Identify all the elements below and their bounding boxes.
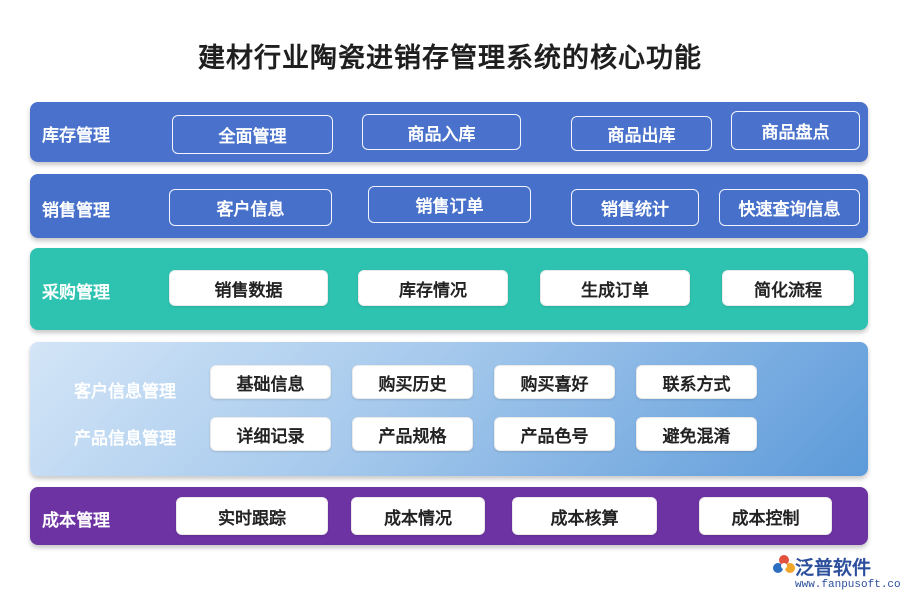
item-customer-info[interactable]: 客户信息 (169, 189, 332, 226)
item-goods-stocktake[interactable]: 商品盘点 (731, 111, 860, 150)
item-cost-control[interactable]: 成本控制 (699, 497, 832, 535)
item-detailed-record[interactable]: 详细记录 (210, 417, 331, 451)
item-cost-accounting[interactable]: 成本核算 (512, 497, 657, 535)
item-sales-order[interactable]: 销售订单 (368, 186, 531, 223)
item-inventory-status[interactable]: 库存情况 (358, 270, 508, 306)
flower-logo-icon (773, 555, 795, 573)
item-contact-method[interactable]: 联系方式 (636, 365, 757, 399)
item-sales-data[interactable]: 销售数据 (169, 270, 328, 306)
band-label-inventory: 库存管理 (42, 126, 110, 146)
band-sales-management: 销售管理 客户信息 销售订单 销售统计 快速查询信息 (30, 174, 868, 238)
row-label-product-info: 产品信息管理 (74, 429, 176, 449)
band-label-sales: 销售管理 (42, 201, 110, 221)
band-info-management: 客户信息管理 基础信息 购买历史 购买喜好 联系方式 产品信息管理 详细记录 产… (30, 342, 868, 476)
item-purchase-history[interactable]: 购买历史 (352, 365, 473, 399)
company-logo: 泛普软件 www.fanpusoft.com (773, 553, 900, 597)
item-purchase-preference[interactable]: 购买喜好 (494, 365, 615, 399)
band-purchase-management: 采购管理 销售数据 库存情况 生成订单 简化流程 (30, 248, 868, 330)
logo-url: www.fanpusoft.com (795, 579, 900, 591)
item-generate-order[interactable]: 生成订单 (540, 270, 690, 306)
band-inventory-management: 库存管理 全面管理 商品入库 商品出库 商品盘点 (30, 102, 868, 162)
item-quick-query[interactable]: 快速查询信息 (719, 189, 860, 226)
band-cost-management: 成本管理 实时跟踪 成本情况 成本核算 成本控制 (30, 487, 868, 545)
item-goods-outbound[interactable]: 商品出库 (571, 116, 712, 151)
item-basic-info[interactable]: 基础信息 (210, 365, 331, 399)
item-sales-statistics[interactable]: 销售统计 (571, 189, 699, 226)
diagram-title: 建材行业陶瓷进销存管理系统的核心功能 (198, 43, 702, 74)
logo-name: 泛普软件 (795, 557, 872, 579)
item-product-spec[interactable]: 产品规格 (352, 417, 473, 451)
item-cost-status[interactable]: 成本情况 (351, 497, 485, 535)
item-full-management[interactable]: 全面管理 (172, 115, 333, 154)
item-simplify-process[interactable]: 简化流程 (722, 270, 854, 306)
item-realtime-tracking[interactable]: 实时跟踪 (176, 497, 328, 535)
band-label-purchase: 采购管理 (42, 283, 110, 303)
item-goods-inbound[interactable]: 商品入库 (362, 114, 521, 150)
item-avoid-confusion[interactable]: 避免混淆 (636, 417, 757, 451)
row-label-customer-info: 客户信息管理 (74, 382, 176, 402)
band-label-cost: 成本管理 (42, 511, 110, 531)
item-product-color[interactable]: 产品色号 (494, 417, 615, 451)
